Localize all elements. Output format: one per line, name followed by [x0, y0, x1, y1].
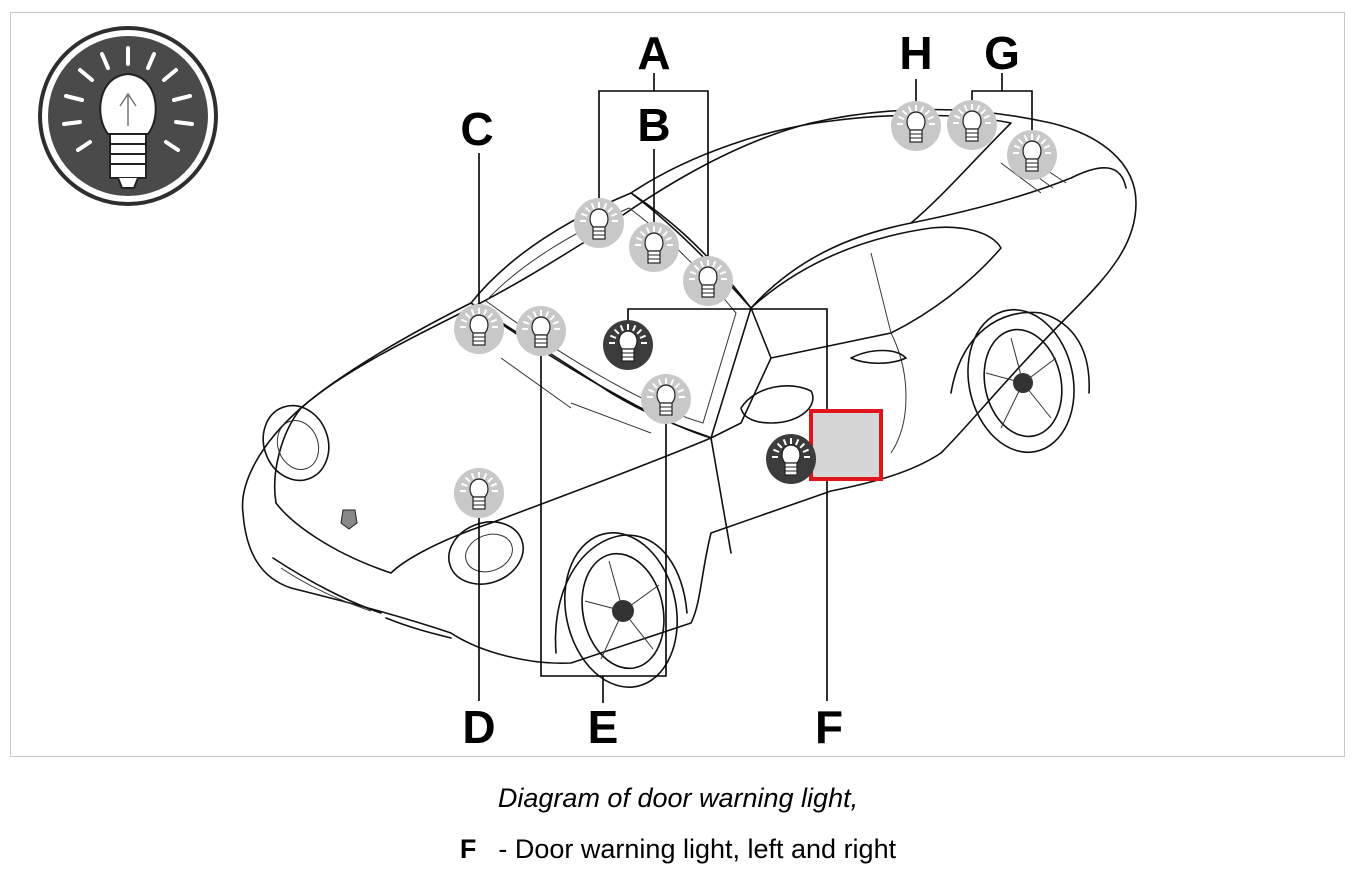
- bulb-g-1-icon: [947, 100, 997, 150]
- bulb-e-1-icon: [516, 306, 566, 356]
- bulb-f-1-icon: [603, 320, 653, 370]
- legend-text: - Door warning light, left and right: [498, 834, 897, 864]
- bulb-e-2-icon: [641, 374, 691, 424]
- bulb-a-2-icon: [683, 256, 733, 306]
- door-warning-highlight: [809, 409, 883, 481]
- callout-b: B: [637, 99, 670, 151]
- callout-c: C: [460, 103, 493, 155]
- callout-a: A: [637, 27, 670, 79]
- callout-f: F: [815, 701, 843, 753]
- legend-row: F - Door warning light, left and right: [0, 834, 1356, 865]
- car-outline: [241, 108, 1137, 688]
- callout-e: E: [588, 701, 619, 753]
- callout-g: G: [984, 27, 1020, 79]
- bulb-g-2-icon: [1007, 130, 1057, 180]
- callout-d: D: [462, 701, 495, 753]
- bulb-f-2-icon: [766, 434, 816, 484]
- bulb-a-1-icon: [574, 198, 624, 248]
- figure-frame: A B C D E F H G: [10, 12, 1345, 757]
- car-lighting-diagram: A B C D E F H G: [38, 26, 1137, 753]
- callout-leaders: [478, 73, 1033, 703]
- bulb-b-icon: [629, 222, 679, 272]
- legend-key: F: [459, 834, 477, 864]
- figure-caption: Diagram of door warning light,: [497, 783, 859, 813]
- bulb-d-icon: [454, 468, 504, 518]
- bulb-emblem-icon: [38, 26, 218, 206]
- callout-h: H: [899, 27, 932, 79]
- bulb-h-icon: [891, 101, 941, 151]
- bulb-c-icon: [454, 304, 504, 354]
- bulb-markers: [454, 100, 1057, 518]
